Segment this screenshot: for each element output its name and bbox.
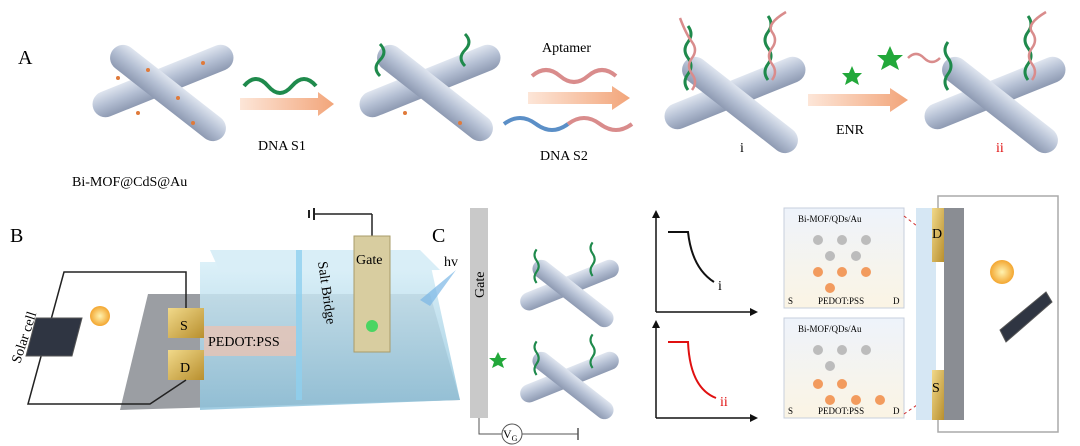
enr-star-icon bbox=[842, 66, 862, 85]
enr-label: ENR bbox=[836, 123, 865, 138]
panel-a-label: A bbox=[18, 47, 33, 69]
c-enr-star-icon bbox=[489, 352, 507, 368]
arrow-step-3 bbox=[808, 88, 908, 112]
svg-text:D: D bbox=[893, 296, 900, 306]
state-i-label: i bbox=[740, 141, 744, 156]
gate-bar bbox=[470, 208, 488, 418]
mof-cross-2 bbox=[359, 32, 501, 142]
c-mof-ii bbox=[520, 333, 619, 420]
svg-text:D: D bbox=[893, 406, 900, 416]
mof-cross-1 bbox=[92, 44, 234, 142]
right-source-electrode bbox=[932, 370, 944, 420]
svg-text:S: S bbox=[788, 296, 793, 306]
right-electrolyte bbox=[916, 208, 936, 420]
right-circuit-wire bbox=[937, 195, 1059, 433]
right-drain-electrode bbox=[932, 208, 944, 262]
plot-i: i bbox=[652, 210, 758, 316]
source-label: S bbox=[180, 319, 188, 334]
c-gate-label: Gate bbox=[473, 272, 488, 298]
curve-i bbox=[668, 231, 715, 283]
gate-label: Gate bbox=[356, 253, 382, 268]
vg-wire bbox=[478, 418, 502, 435]
right-sun-icon bbox=[990, 260, 1014, 284]
dna-s2-label: DNA S2 bbox=[540, 149, 588, 164]
light-label: hv bbox=[444, 255, 458, 270]
pedot-channel bbox=[204, 326, 296, 356]
drain-electrode bbox=[168, 350, 204, 380]
electrolyte-tank bbox=[200, 262, 460, 410]
mof-cross-i bbox=[664, 10, 806, 154]
box-bottom: Bi-MOF/QDs/Au S PEDOT:PSS D bbox=[783, 317, 905, 419]
right-d-label: D bbox=[932, 227, 942, 242]
light-beam bbox=[420, 270, 456, 306]
vg-label: VG bbox=[503, 427, 518, 443]
state-ii-label: ii bbox=[996, 141, 1004, 156]
arrow-step-2 bbox=[528, 86, 630, 110]
drain-label: D bbox=[180, 361, 190, 376]
sun-icon bbox=[90, 306, 110, 326]
step1-label: DNA S1 bbox=[258, 139, 306, 154]
svg-text:PEDOT:PSS: PEDOT:PSS bbox=[818, 296, 864, 306]
salt-bridge bbox=[296, 250, 302, 400]
mof-cross-ii bbox=[907, 10, 1066, 154]
aptamer-label: Aptamer bbox=[542, 41, 591, 56]
panel-b-label: B bbox=[10, 225, 23, 247]
dna-s2-strand-pink bbox=[566, 116, 634, 132]
c-mof-i bbox=[520, 241, 619, 328]
right-s-label: S bbox=[932, 381, 940, 396]
bound-enr-star-icon bbox=[877, 46, 903, 70]
solar-panel-icon bbox=[25, 317, 83, 357]
gate-light-spot bbox=[366, 320, 378, 332]
material-label: Bi-MOF@CdS@Au bbox=[72, 175, 187, 190]
curve-ii bbox=[668, 341, 717, 399]
curve-i-label: i bbox=[718, 279, 722, 294]
plot-ii: ii bbox=[652, 320, 758, 422]
right-solar-panel-icon bbox=[999, 291, 1053, 343]
svg-text:Bi-MOF/QDs/Au: Bi-MOF/QDs/Au bbox=[798, 324, 862, 334]
gate-electrode bbox=[353, 235, 391, 353]
aptamer-strand bbox=[530, 68, 618, 84]
svg-text:PEDOT:PSS: PEDOT:PSS bbox=[818, 406, 864, 416]
panel-c-label: C bbox=[432, 225, 445, 247]
dna-s1-strand bbox=[242, 77, 318, 95]
svg-text:S: S bbox=[788, 406, 793, 416]
channel-label: PEDOT:PSS bbox=[208, 335, 280, 350]
arrow-step-1 bbox=[240, 92, 334, 116]
dna-s2-strand-blue bbox=[502, 116, 570, 132]
curve-ii-label: ii bbox=[720, 395, 728, 410]
source-electrode bbox=[168, 308, 204, 338]
right-substrate bbox=[944, 208, 964, 420]
svg-text:Bi-MOF/QDs/Au: Bi-MOF/QDs/Au bbox=[798, 214, 862, 224]
box-top: Bi-MOF/QDs/Au S PEDOT:PSS D bbox=[783, 207, 905, 309]
